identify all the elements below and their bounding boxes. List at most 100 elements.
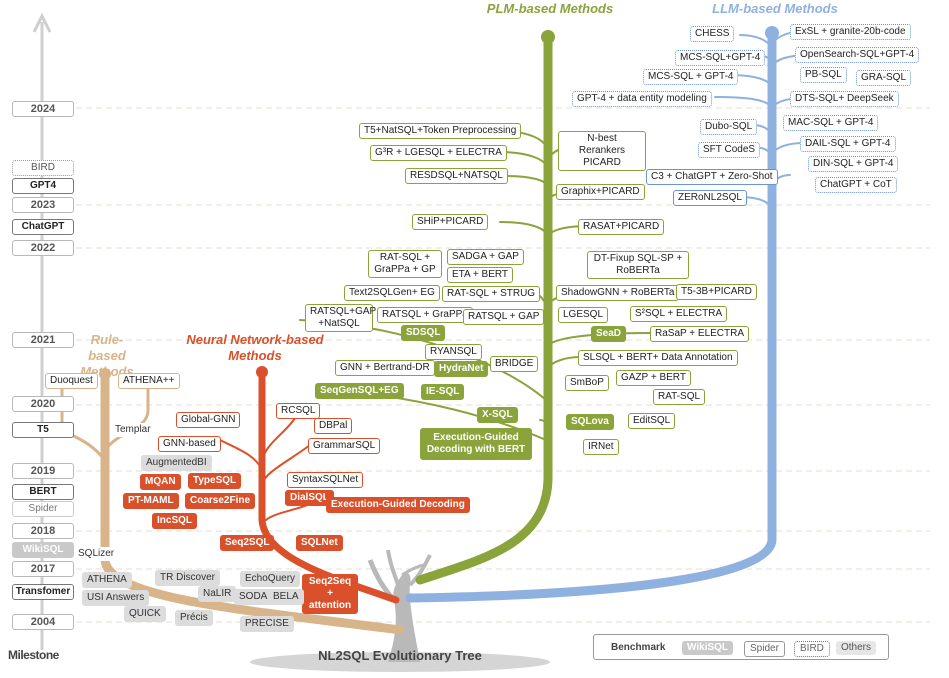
method-t5-natsql: T5+NatSQL+Token Preprocessing (359, 123, 522, 139)
method-typesql: TypeSQL (188, 473, 242, 489)
method-chatgpt-cot: ChatGPT + CoT (815, 177, 897, 193)
method-ship: SHiP+PICARD (412, 214, 489, 230)
method-rasap: RaSaP + ELECTRA (650, 326, 750, 342)
method-pb-sql: PB-SQL (800, 67, 847, 83)
legend-bird: BIRD (794, 641, 830, 657)
method-rcsql: RCSQL (276, 403, 321, 419)
legend-others: Others (836, 641, 877, 655)
method-ratsql-grappa-gp: RAT-SQL + GraPPa + GP (368, 250, 442, 278)
milestone-2018: 2018 (12, 523, 74, 539)
method-precis: Précis (175, 610, 213, 626)
method-x-sql: X-SQL (477, 407, 518, 423)
method-athena: ATHENA (82, 572, 132, 588)
milestone-2019: 2019 (12, 463, 74, 479)
method-global-gnn: Global-GNN (176, 412, 241, 428)
method-eg-decoding: Execution-Guided Decoding (326, 497, 470, 513)
method-editsql: EditSQL (628, 413, 676, 429)
method-hydranet: HydraNet (434, 361, 489, 377)
method-dubo-sql: Dubo-SQL (700, 119, 758, 135)
method-rat-sql: RAT-SQL (653, 389, 706, 405)
milestone-axis-arrow (32, 12, 52, 33)
year-guides (76, 107, 930, 623)
milestone-t5: T5 (12, 422, 74, 438)
method-gazp-bert: GAZP + BERT (616, 370, 691, 386)
milestone-2021: 2021 (12, 332, 74, 348)
method-grammarsql: GrammarSQL (308, 438, 381, 454)
method-quick: QUICK (124, 606, 166, 622)
method-sqlnet: SQLNet (296, 535, 343, 551)
milestone-2024: 2024 (12, 101, 74, 117)
legend-title: Benchmark (611, 642, 666, 653)
method-seqgensql: SeqGenSQL+EG (315, 383, 404, 399)
method-mcs-sql-1: MCS-SQL+GPT-4 (675, 50, 766, 66)
milestone-bert: BERT (12, 484, 74, 500)
method-sdsql: SDSQL (401, 325, 446, 341)
method-incsql: IncSQL (152, 513, 198, 529)
milestone-2020: 2020 (12, 396, 74, 412)
method-seq2seq-attention: Seq2Seq + attention (302, 574, 358, 614)
plm-category-title: PLM-based Methods (486, 1, 614, 16)
milestone-gpt4: GPT4 (12, 178, 74, 194)
milestone-chatgpt: ChatGPT (12, 219, 74, 235)
method-nalir: NaLIR (198, 586, 237, 602)
method-t5-3b-picard: T5-3B+PICARD (676, 284, 757, 300)
method-mqan: MQAN (140, 474, 181, 490)
method-syntaxsqlnet: SyntaxSQLNet (287, 472, 364, 488)
method-g3r: G³R + LGESQL + ELECTRA (370, 145, 507, 161)
tree-title: NL2SQL Evolutionary Tree (318, 648, 482, 663)
method-sadga: SADGA + GAP (447, 249, 524, 265)
method-sead: SeaD (591, 326, 627, 342)
method-lgesql: LGESQL (558, 307, 609, 323)
method-usi-answers: USI Answers (82, 590, 150, 606)
method-seq2sql: Seq2SQL (220, 535, 275, 551)
rule-branch-node (99, 368, 111, 380)
milestone-bird: BIRD (12, 160, 74, 176)
method-slsql: SLSQL + BERT+ Data Annotation (578, 350, 738, 366)
method-zeronl2sql: ZERoNL2SQL (673, 190, 747, 206)
method-sft-codes: SFT CodeS (698, 142, 761, 158)
method-eg-decoding-bert: Execution-Guided Decoding with BERT (420, 428, 532, 460)
method-mac-sql: MAC-SQL + GPT-4 (783, 115, 879, 131)
method-resdsql: RESDSQL+NATSQL (405, 168, 508, 184)
llm-category-title: LLM-based Methods (712, 1, 838, 16)
milestone-spider: Spider (12, 501, 74, 517)
method-irnet: IRNet (583, 439, 619, 455)
llm-branch-node (765, 26, 779, 40)
method-ratsql-gap: RATSQL + GAP (463, 309, 545, 325)
method-echoquery: EchoQuery (240, 571, 301, 587)
milestone-2023: 2023 (12, 197, 74, 213)
method-gpt4-entity-modeling: GPT-4 + data entity modeling (572, 91, 712, 107)
method-smbop: SmBoP (565, 375, 609, 391)
method-athena-plus: ATHENA++ (118, 373, 180, 389)
method-ratsql-gap-natsql: RATSQL+GAP +NatSQL (305, 304, 376, 332)
method-n-best-rerankers: N-best Rerankers PICARD (558, 131, 646, 171)
method-ratsql-grappa: RATSQL + GraPPa (377, 307, 473, 323)
method-mcs-sql-2: MCS-SQL + GPT-4 (643, 69, 739, 85)
method-gnn-based: GNN-based (158, 436, 221, 452)
method-duoquest: Duoquest (45, 373, 98, 389)
method-text2sqlgen: Text2SQLGen+ EG (344, 285, 440, 301)
method-precise: PRECISE (240, 616, 294, 632)
legend-wikisql: WikiSQL (682, 641, 734, 655)
nn-branch-node (256, 366, 268, 378)
legend-spider: Spider (744, 641, 785, 657)
method-dbpal: DBPal (314, 418, 353, 434)
method-chess: CHESS (690, 26, 735, 42)
plm-branch-node (541, 30, 555, 44)
method-augmentedbi: AugmentedBI (141, 455, 212, 471)
rule-category-title: Rule-based Methods (80, 332, 134, 379)
method-s2sql: S²SQL + ELECTRA (630, 306, 728, 322)
method-templar: Templar (111, 423, 155, 437)
method-dt-fixup: DT-Fixup SQL-SP + RoBERTa (587, 251, 689, 279)
method-ie-sql: IE-SQL (421, 384, 465, 400)
method-exsl: ExSL + granite-20b-code (790, 24, 911, 40)
milestone-2004: 2004 (12, 614, 74, 630)
method-coarse2fine: Coarse2Fine (185, 493, 256, 509)
method-pt-maml: PT-MAML (123, 493, 179, 509)
milestone-2022: 2022 (12, 240, 74, 256)
method-ryansql: RYANSQL (425, 344, 482, 360)
method-gnn-bertrand: GNN + Bertrand-DR (335, 360, 435, 376)
milestone-wikisql: WikiSQL (12, 542, 74, 558)
method-dts-sql: DTS-SQL+ DeepSeek (790, 91, 899, 107)
